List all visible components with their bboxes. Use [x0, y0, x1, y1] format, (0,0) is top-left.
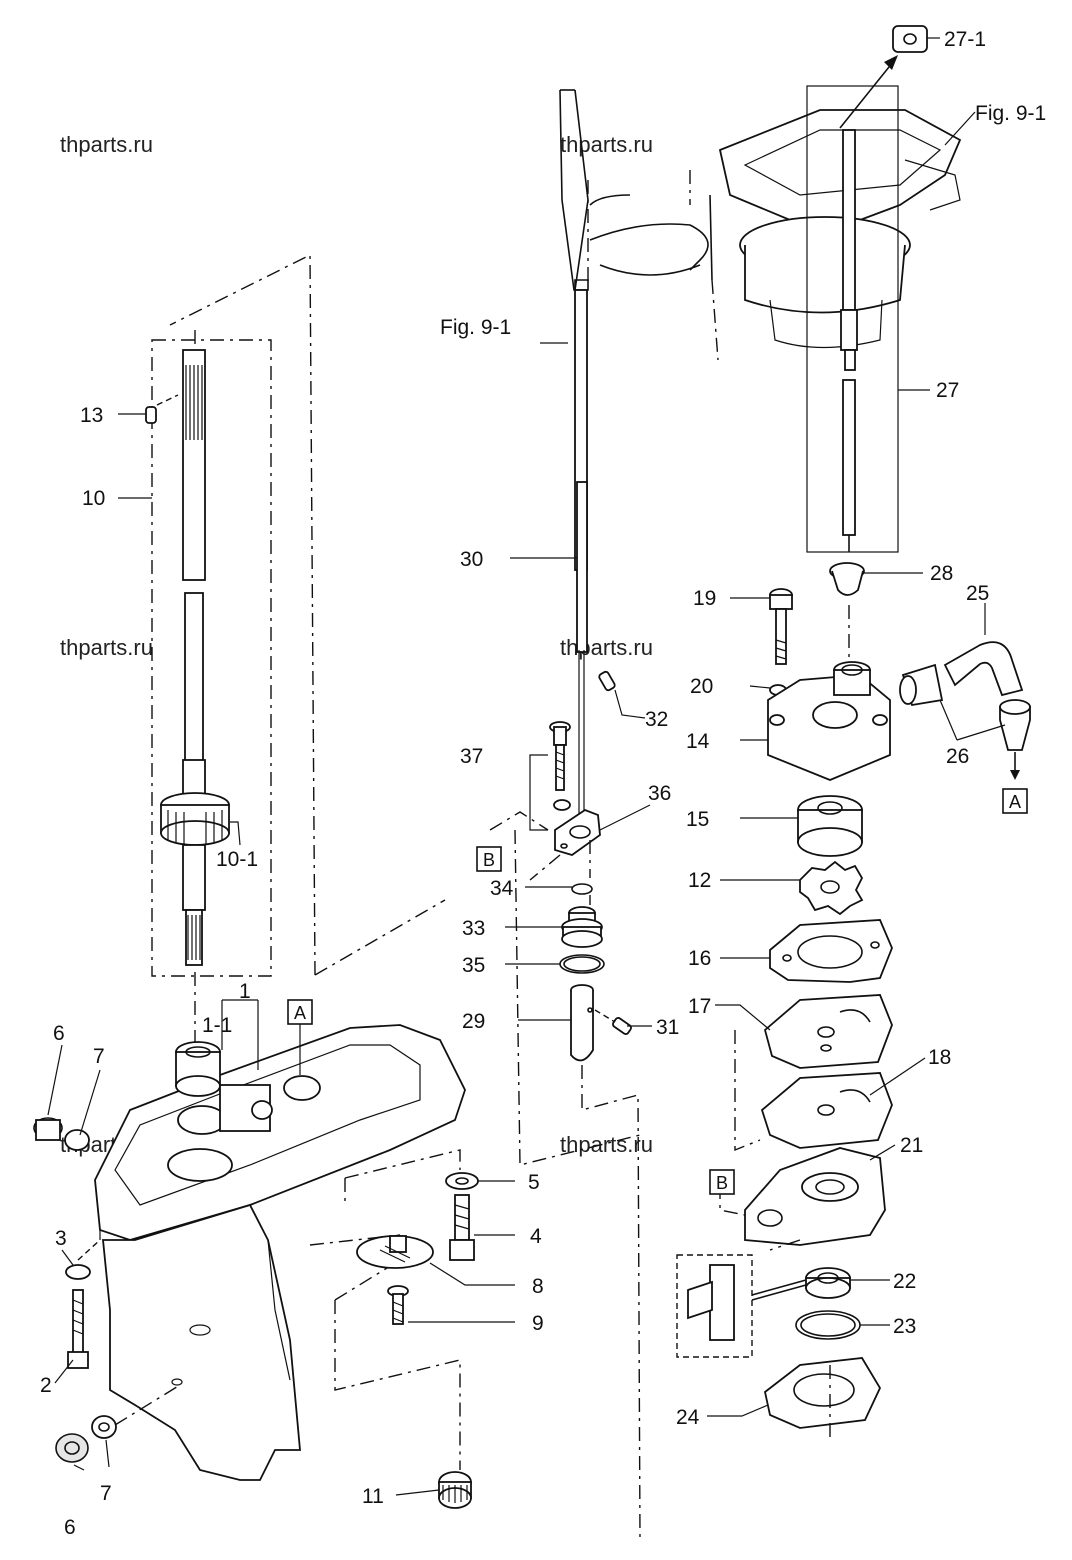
label-6-bottom: 6: [64, 1516, 76, 1539]
label-9: 9: [532, 1312, 544, 1335]
watermark-mid-left: thparts.ru: [60, 635, 153, 660]
connector-box-b-mid: B: [476, 846, 502, 872]
label-7-bottom: 7: [100, 1482, 112, 1505]
label-25: 25: [966, 582, 989, 605]
label-16: 16: [688, 947, 711, 970]
label-12: 12: [688, 869, 711, 892]
label-1: 1: [239, 980, 251, 1003]
svg-text:A: A: [294, 1003, 306, 1023]
label-3: 3: [55, 1227, 67, 1250]
label-17: 17: [688, 995, 711, 1018]
svg-text:B: B: [483, 850, 495, 870]
label-27-1: 27-1: [944, 28, 986, 51]
svg-text:A: A: [1009, 792, 1021, 812]
label-27: 27: [936, 379, 959, 402]
fig-ref-middle: Fig. 9-1: [440, 316, 511, 339]
label-34: 34: [490, 877, 514, 900]
connector-box-b-right: B: [709, 1169, 735, 1195]
drive-shaft-illustration: [145, 330, 272, 1060]
label-11: 11: [362, 1485, 384, 1508]
label-14: 14: [686, 730, 710, 753]
leader-lines: [47, 37, 1006, 1496]
svg-text:B: B: [716, 1173, 728, 1193]
connector-box-a-right: A: [1002, 788, 1028, 814]
label-30: 30: [460, 548, 483, 571]
label-21: 21: [900, 1134, 923, 1157]
label-36: 36: [648, 782, 671, 805]
label-33: 33: [462, 917, 485, 940]
label-5: 5: [528, 1171, 540, 1194]
upper-casing-illustration: [559, 25, 962, 840]
label-2: 2: [40, 1374, 52, 1397]
label-8: 8: [532, 1275, 544, 1298]
label-13: 13: [80, 404, 103, 427]
label-18: 18: [928, 1046, 951, 1069]
label-19: 19: [693, 587, 716, 610]
watermark-mid-center: thparts.ru: [560, 635, 653, 660]
label-28: 28: [930, 562, 953, 585]
label-23: 23: [893, 1315, 916, 1338]
lower-hardware-illustration: [356, 1172, 479, 1509]
label-10-1: 10-1: [216, 848, 258, 871]
part-27-box: [806, 85, 899, 553]
label-29: 29: [462, 1010, 485, 1033]
label-6-top: 6: [53, 1022, 65, 1045]
label-31: 31: [656, 1016, 679, 1039]
label-35: 35: [462, 954, 485, 977]
label-20: 20: [690, 675, 713, 698]
label-7-top: 7: [93, 1045, 105, 1068]
fig-ref-top-right: Fig. 9-1: [975, 102, 1046, 125]
label-10: 10: [82, 487, 105, 510]
shift-rod-illustration: [489, 670, 641, 1541]
part-10-box: [151, 339, 272, 977]
label-4: 4: [530, 1225, 542, 1248]
label-37: 37: [460, 745, 483, 768]
part-number-labels: 27-1 27 10 13 10-1 1 1-1 6 7 3 2 7 6 5 4…: [40, 28, 989, 1539]
connector-box-a-top: A: [287, 999, 313, 1025]
label-32: 32: [645, 708, 668, 731]
label-15: 15: [686, 808, 709, 831]
watermark-top-center: thparts.ru: [560, 132, 653, 157]
label-1-1: 1-1: [202, 1014, 232, 1037]
watermark-top-left: thparts.ru: [60, 132, 153, 157]
water-pump-illustration: [676, 562, 1031, 1440]
lower-casing-illustration: [33, 253, 466, 1481]
label-22: 22: [893, 1270, 916, 1293]
label-26: 26: [946, 745, 969, 768]
label-24: 24: [676, 1406, 700, 1429]
